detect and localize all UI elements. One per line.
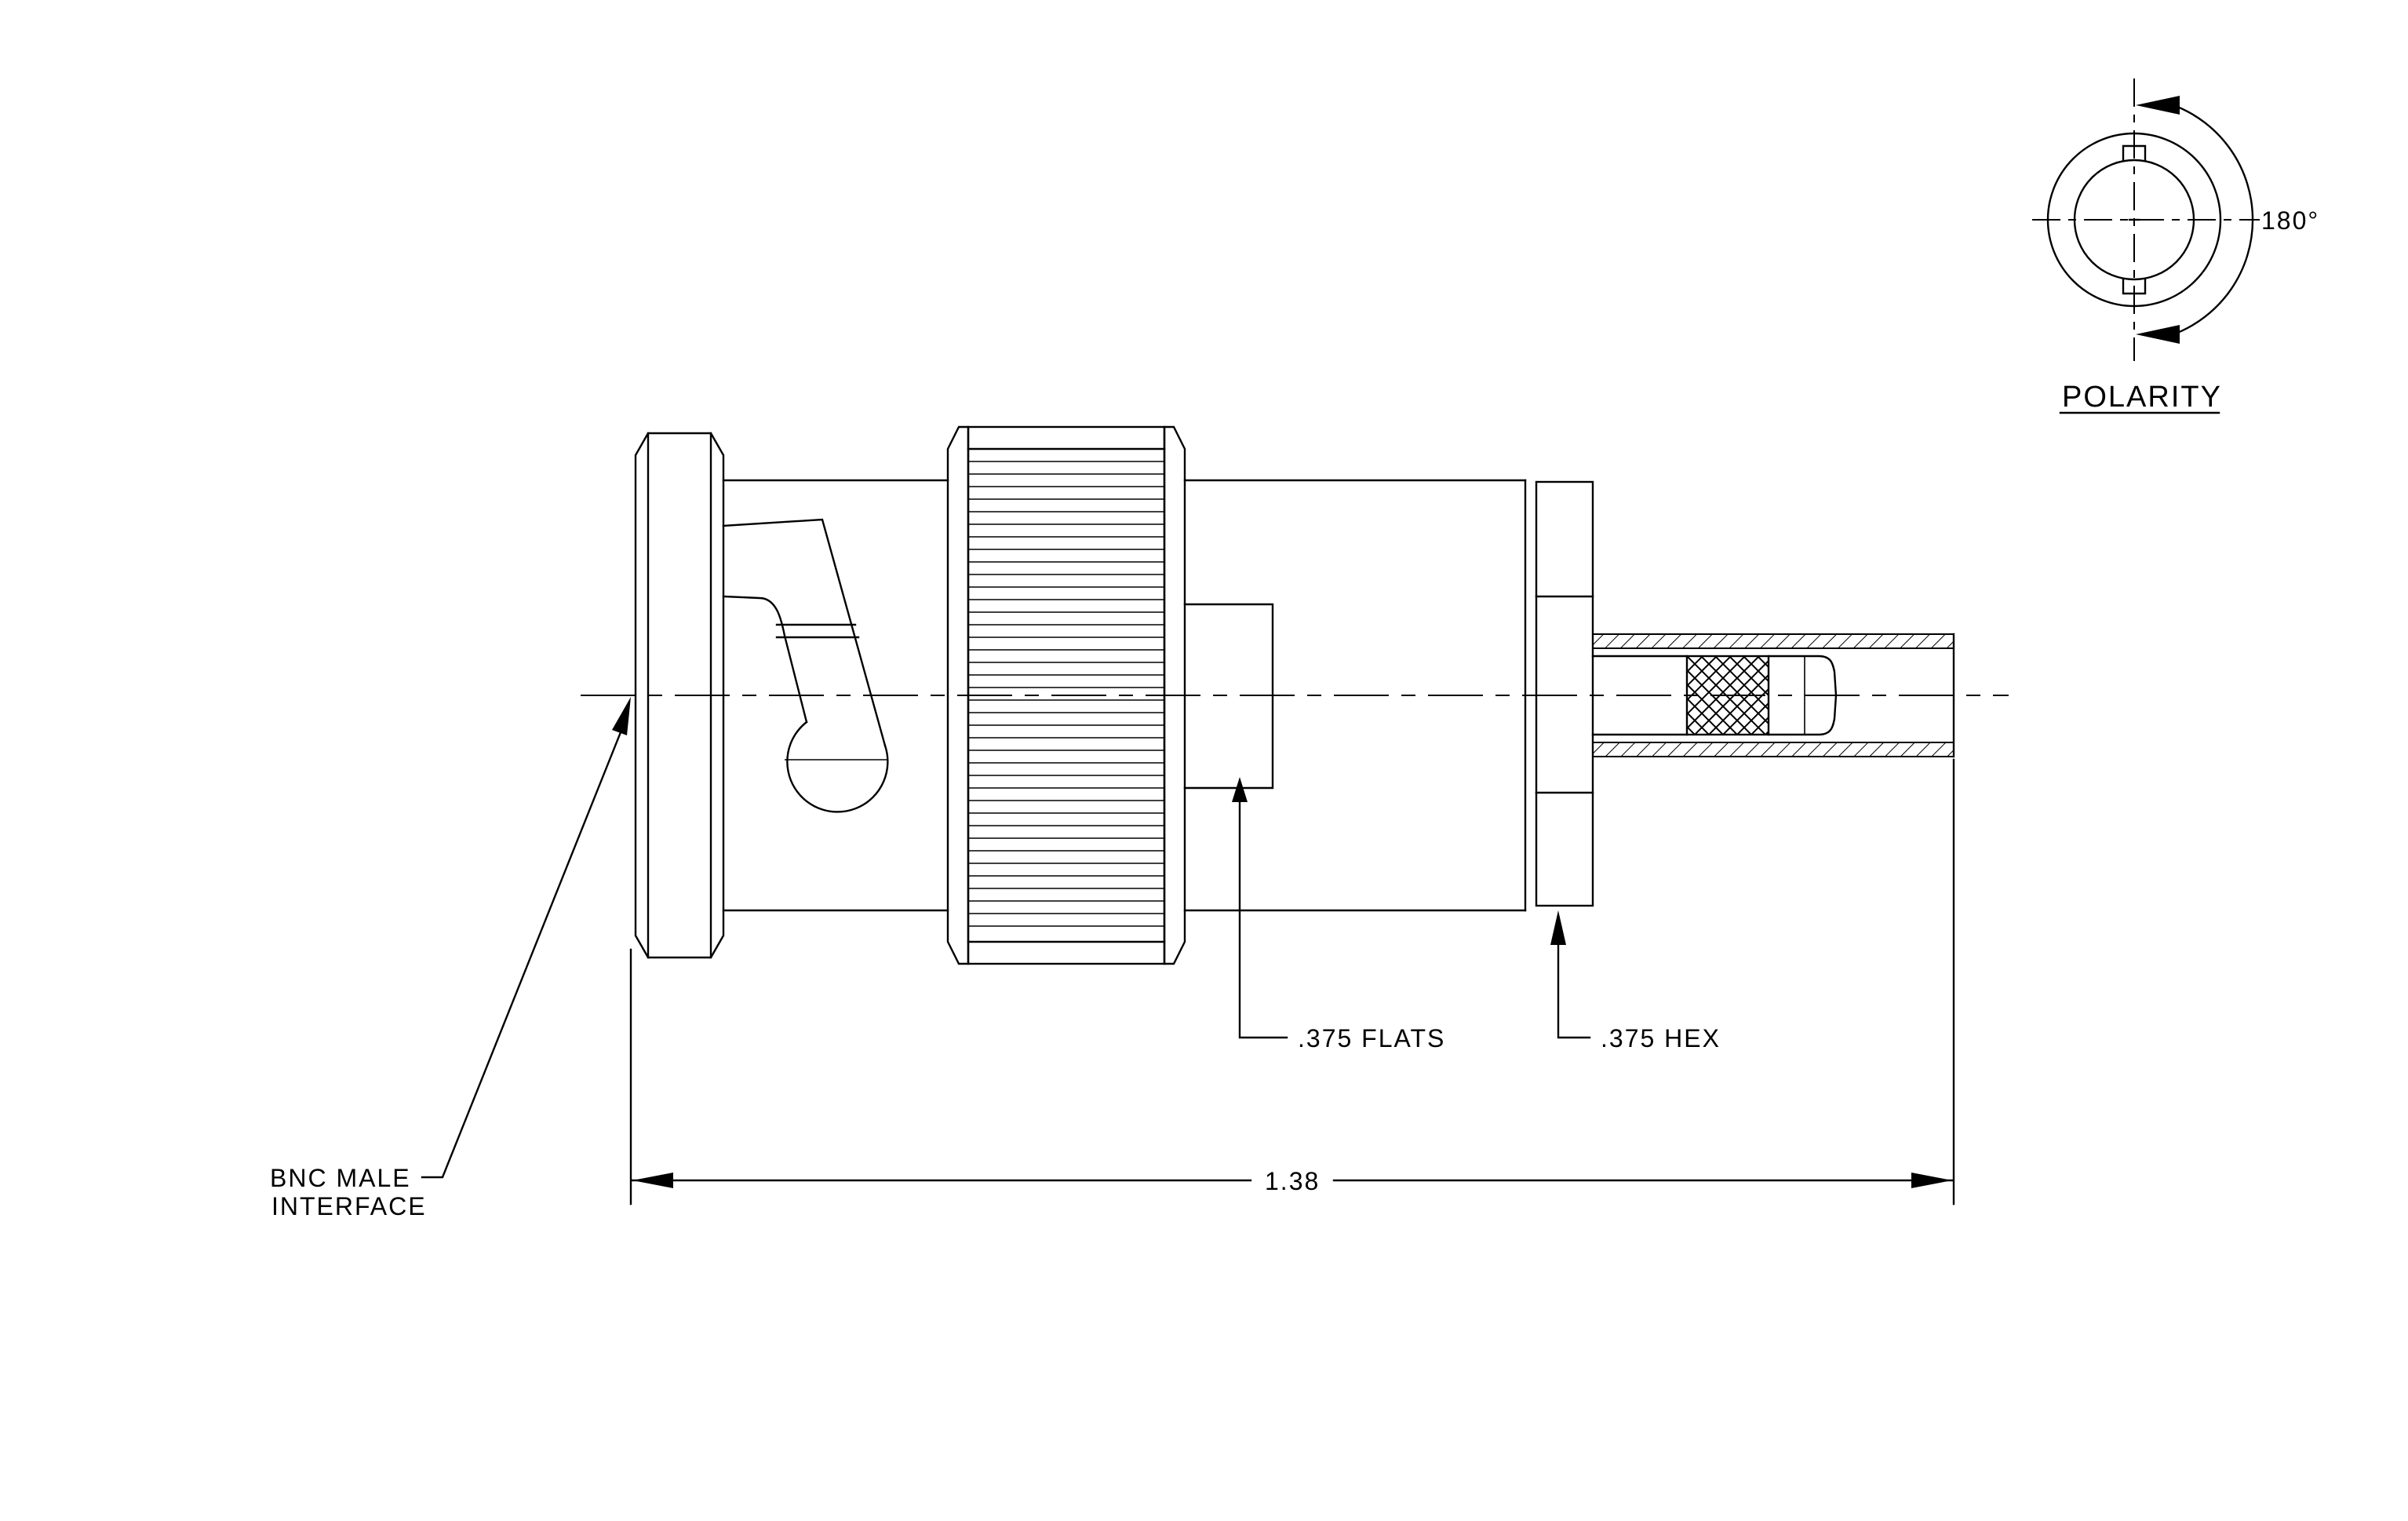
overall-length-dimension: 1.38 — [629, 758, 1955, 1205]
interface-leader: BNC MALE INTERFACE — [270, 697, 631, 1220]
interface-label-line2: INTERFACE — [271, 1192, 427, 1220]
polarity-view: 180° POLARITY — [2032, 78, 2319, 414]
cable-ferrule — [1591, 633, 1955, 758]
hex-leader: .375 HEX — [1550, 910, 1721, 1052]
length-label: 1.38 — [1265, 1167, 1320, 1195]
flats-leader: .375 FLATS — [1232, 777, 1445, 1052]
interface-label-line1: BNC MALE — [270, 1164, 411, 1192]
flats-label: .375 FLATS — [1298, 1024, 1445, 1052]
polarity-title: POLARITY — [2062, 381, 2222, 414]
polarity-angle-label: 180° — [2261, 206, 2319, 235]
hex-label: .375 HEX — [1601, 1024, 1721, 1052]
bayonet-body — [722, 479, 949, 912]
hex-body — [1535, 480, 1594, 907]
